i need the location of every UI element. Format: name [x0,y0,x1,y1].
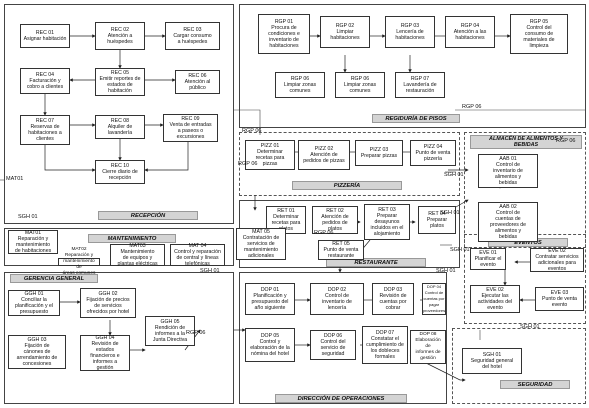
conn-sgh01-a: SGH 01 [444,172,464,178]
conn-rgp06-f: RGP 06 [186,330,206,336]
box-mat02: MAT02 Reparación y mantenimiento de área… [58,247,100,276]
band-gerencia: GERENCIA GENERAL [10,274,98,283]
box-dop04: DOP 04 Control de cuentas por pagar prov… [422,283,446,315]
box-rec03: REC 03 Cargar consumo a huéspedes [165,22,220,50]
box-dop03: DOP 03 Revisión de cuentas por cobrar [372,283,414,315]
box-rec09: REC 09 Venta de entradas a paseos o excu… [163,114,218,142]
region-recepcion [4,4,234,224]
conn-rgp06-d: RGP 06 [556,138,576,144]
conn-sgh01-g: SGH 01 [520,324,540,330]
box-ggh01: GGH 01 Conciliar la planificación y el p… [8,290,60,316]
box-ret05: RET 05 Punto de venta restaurante [318,240,364,260]
box-ggh05: GGH 05 Rendición de informes a la Junta … [145,316,195,346]
box-rec10: REC 10 Cierre diario de recepción [95,160,145,184]
box-rec01: REC 01 Asignar habitación [20,24,70,48]
box-ret02: RET 02 Atención de pedidos de platos [312,206,358,234]
box-rgp05: RGP 05 Control del consumo de materiales… [510,14,568,54]
conn-rgp06-a: RGP 06 [242,128,262,134]
region-pizzeria [239,132,460,196]
band-operaciones: DIRECCIÓN DE OPERACIONES [275,394,407,403]
box-dop08: DOP 08 Elaboración de informes de gestió… [410,330,446,364]
box-pizz03: PIZZ 03 Preparar pizzas [355,140,403,166]
box-eve03: EVE 03 Punto de venta evento [535,287,584,311]
box-dop06: DOP 06 Control del servicio de seguridad [310,330,356,360]
box-pizz01: PIZZ 01 Determinar recetas para pizzas [245,140,295,170]
conn-rgp06-c: RGP 06 [462,104,482,110]
band-mantenimiento: MANTENIMIENTO [88,234,176,243]
band-almacen: ALMACÉN DE ALIMENTOS Y BEBIDAS [470,135,582,149]
box-eve02b: EVE 02 Ejecutar las actividades del even… [470,285,520,313]
region-seguridad [452,328,586,404]
region-operaciones [239,272,447,404]
box-rec06: REC 06 Atención al público [175,70,220,94]
conn-sgh01-e: SGH 01 [200,268,220,274]
box-rgp07: RGP 07 Lavandería de restauración [395,72,445,98]
band-seguridad: SEGURIDAD [500,380,570,389]
conn-sgh01-b: SGH 01 [440,210,460,216]
box-rec08: REC 08 Alquiler de lavandería [95,115,145,139]
region-regiduria [239,4,586,128]
box-mat03: MAT03 Mantenimiento de equipos y plantas… [110,243,165,267]
box-aab01: AAB 01 Control de inventario de alimento… [478,154,538,188]
box-eve02: EVE 02 Contratar servicios adicionales p… [530,248,584,272]
box-dop02: DOP 02 Control de inventario de lencería [310,283,364,315]
box-rec05: REC 05 Emitir reportes de estados de hab… [95,68,145,96]
box-ggh03: GGH 03 Fijación de cánones de arrendamie… [8,335,66,369]
conn-mat01: MAT01 [6,176,24,182]
box-rgp06: RGP 06 Limpiar zonas comunes [275,72,325,98]
box-rec04: REC 04 Facturación y cobro a clientes [20,68,70,94]
conn-rgp06-e: RGP 06 [314,230,334,236]
box-dop05: DOP 05 Control y elaboración de la nómin… [245,328,295,362]
box-rgp02: RGP 02 Limpiar habitaciones [320,16,370,48]
box-pizz04: PIZZ 04 Punto de venta pizzería [410,140,456,166]
band-restaurante: RESTAURANTE [326,258,426,267]
box-rgp03: RGP 03 Lencería de habitaciones [385,16,435,48]
box-ggh04: GGH 04 Revisión de estados financieros e… [80,335,130,371]
box-mat04: MAT 04 Control y reparación de central y… [170,243,225,267]
region-almacen [464,132,586,248]
box-mat01: MAT01 Reparación y mantenimiento de habi… [8,230,58,254]
box-dop07: DOP 07 Constatar el cumplimiento de los … [362,326,408,364]
box-dop01: DOP 01 Planificación y presupuesto del a… [245,283,295,315]
box-mat05: MAT 05 Contratación de servicios de mant… [236,228,286,260]
band-pizzeria: PIZZERÍA [292,181,402,190]
box-rec07: REC 07 Reservas de habitaciones a client… [20,115,70,145]
box-sgh01: SGH 01 Seguridad general del hotel [462,348,522,374]
box-rec02: REC 02 Atención a huéspedes [95,22,145,50]
box-eve01: EVE 01 Planificar el evento [470,248,506,270]
box-pizz02: PIZZ 02 Atención de pedidos de pizzas [298,140,350,170]
box-rgp01: RGP 01 Procura de condiciones e inventar… [258,14,310,54]
box-ret03: RET 03 Preparar desayunos incluidos en e… [364,204,410,240]
conn-sgh01-f: SGH 01 [436,268,456,274]
box-ret04: RET 04 Preparar platos [418,206,456,234]
conn-sgh01-d: SGH 01 [450,247,470,253]
box-ggh02: GGH 02 Fijación de precios de servicios … [80,288,136,318]
box-rgp04: RGP 04 Atención a las habitaciones [445,16,495,48]
band-regiduria: REGIDURÍA DE PISOS [372,114,460,123]
conn-sgh01-c: SGH 01 [18,214,38,220]
conn-rgp06-b: RGP 06 [238,161,258,167]
box-rgp06b: RGP 06 Limpiar zonas comunes [335,72,385,98]
box-aab02: AAB 02 Control de cuentas de proveedores… [478,202,538,242]
region-gerencia [4,272,234,404]
band-recepcion: RECEPCIÓN [98,211,198,220]
